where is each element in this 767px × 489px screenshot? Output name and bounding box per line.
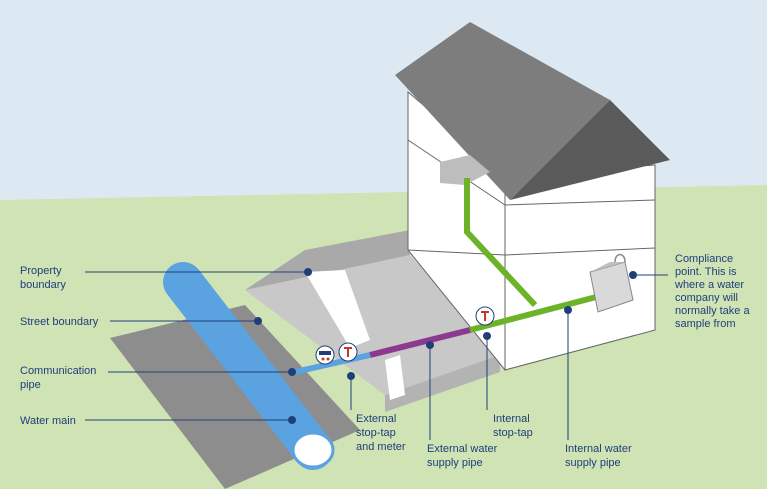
loft-tank bbox=[440, 155, 490, 185]
tank-top bbox=[590, 262, 635, 272]
label-communication-pipe: Communication pipe bbox=[20, 365, 99, 391]
internal-stop-tap-icon bbox=[475, 306, 495, 326]
pavement-side bbox=[385, 355, 500, 412]
water-main-end bbox=[291, 431, 335, 469]
curb-2 bbox=[385, 355, 405, 400]
label-external-stop-tap: External stop-tap and meter bbox=[356, 413, 406, 453]
internal-pipe-vertical bbox=[464, 178, 538, 308]
internal-water-supply-pipe bbox=[469, 293, 601, 333]
label-internal-supply-pipe: Internal water supply pipe bbox=[565, 443, 635, 469]
label-water-main: Water main bbox=[20, 415, 76, 427]
label-external-supply-pipe: External water supply pipe bbox=[427, 443, 500, 469]
curb bbox=[305, 270, 370, 348]
roof bbox=[395, 22, 610, 200]
label-compliance-point: Compliance point. This is where a water … bbox=[674, 253, 753, 330]
pavement bbox=[245, 255, 500, 395]
roof-shade bbox=[510, 100, 670, 200]
external-water-supply-pipe bbox=[369, 327, 471, 358]
water-meter-icon bbox=[315, 345, 335, 365]
communication-pipe bbox=[294, 352, 371, 375]
tank-tap bbox=[614, 253, 626, 263]
house-icon bbox=[395, 22, 670, 372]
leader-lines bbox=[85, 268, 668, 440]
stop-tap-icon bbox=[338, 342, 358, 362]
label-internal-stop-tap: Internal stop-tap bbox=[493, 413, 533, 439]
tank-front bbox=[589, 261, 634, 313]
label-property-boundary: Property boundary bbox=[20, 265, 66, 291]
floor-line-4 bbox=[504, 247, 656, 256]
label-street-boundary: Street boundary bbox=[20, 316, 99, 328]
water-tank-icon bbox=[589, 253, 635, 313]
pavement-step bbox=[245, 230, 410, 290]
floor-line-2 bbox=[504, 199, 656, 206]
